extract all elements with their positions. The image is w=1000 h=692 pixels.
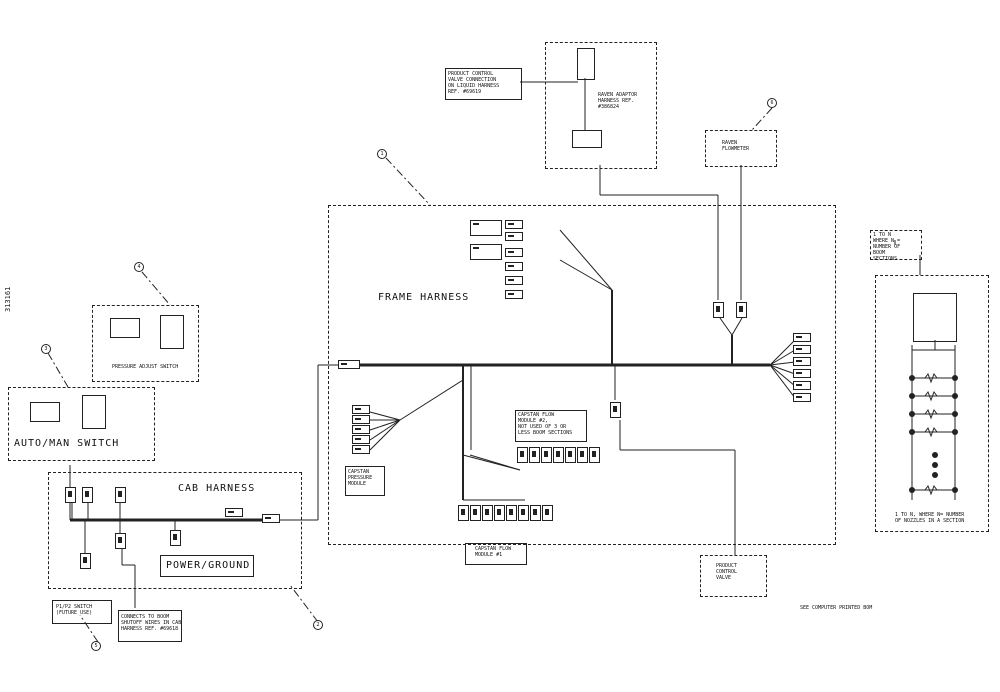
nozzle-module-block <box>913 293 957 342</box>
connector-icon <box>505 290 523 299</box>
connector-icon <box>352 425 370 434</box>
connector-icon <box>115 533 126 549</box>
connector-icon <box>470 505 481 521</box>
connector-icon <box>470 244 502 260</box>
connector-icon <box>517 447 528 463</box>
connector-icon <box>352 405 370 414</box>
nozzle-section-box <box>875 275 989 532</box>
connector-icon <box>505 262 523 271</box>
pump-switch-box <box>52 600 112 624</box>
adaptor-socket-icon <box>572 130 602 148</box>
sections-note-box <box>870 230 922 260</box>
auto-man-switch-label: AUTO/MAN SWITCH <box>14 438 120 449</box>
frame-harness-box <box>328 205 836 545</box>
callout-1: 1 <box>377 149 387 159</box>
capstan-pressure-label: CAPSTAN PRESSURE MODULE <box>348 469 373 487</box>
adaptor-plug-icon <box>577 48 595 80</box>
connector-icon <box>565 447 576 463</box>
connector-icon <box>505 220 523 229</box>
raven-flowmeter-box <box>705 130 777 167</box>
connector-icon <box>713 302 724 318</box>
connector-icon <box>541 447 552 463</box>
capstan-pressure-box <box>345 466 385 496</box>
raven-adaptor-label: RAVEN ADAPTOR HARNESS REF. #386824 <box>598 92 638 110</box>
connector-icon <box>115 487 126 503</box>
connector-icon <box>262 514 280 523</box>
auto-man-switch-box <box>8 387 155 461</box>
connector-icon <box>458 505 469 521</box>
connector-icon <box>470 220 502 236</box>
rocker-switch-icon <box>30 402 60 422</box>
callout-4: 4 <box>134 262 144 272</box>
pressure-adjust-label: PRESSURE ADJUST SWITCH <box>112 364 179 370</box>
capstan-flow-1-label: CAPSTAN FLOW MODULE #1 <box>475 546 512 558</box>
connector-icon <box>225 508 243 517</box>
connector-icon <box>793 333 811 342</box>
connector-icon <box>577 447 588 463</box>
connects-boom-box <box>118 610 182 642</box>
connector-icon <box>505 276 523 285</box>
valve-connection-note-box <box>445 68 522 100</box>
connector-icon <box>82 487 93 503</box>
computer-printed-note: SEE COMPUTER PRINTED BOM <box>800 605 873 611</box>
connector-icon <box>610 402 621 418</box>
connector-icon <box>529 447 540 463</box>
frame-harness-label: FRAME HARNESS <box>378 292 470 303</box>
connector-icon <box>482 505 493 521</box>
connector-icon <box>494 505 505 521</box>
product-control-valve-label: PRODUCT CONTROL VALVE <box>716 563 738 581</box>
callout-6: 6 <box>767 98 777 108</box>
connector-icon <box>793 393 811 402</box>
connector-icon <box>352 415 370 424</box>
callout-2: 2 <box>313 620 323 630</box>
connector-icon <box>170 530 181 546</box>
connector-icon <box>352 445 370 454</box>
callout-5: 5 <box>91 641 101 651</box>
connector-icon <box>518 505 529 521</box>
connector-icon <box>793 357 811 366</box>
connector-icon <box>793 345 811 354</box>
power-ground-box <box>160 555 254 577</box>
raven-flowmeter-label: RAVEN FLOWMETER <box>722 140 750 152</box>
capstan-flow-1-box <box>465 543 527 565</box>
capstan-flow-2-label: CAPSTAN FLOW MODULE #2, NOT USED OF 3 OR… <box>518 412 573 436</box>
pressure-adjust-box <box>92 305 199 382</box>
connector-icon <box>352 435 370 444</box>
product-control-valve-box <box>700 555 767 597</box>
connector-icon <box>506 505 517 521</box>
connector-icon <box>589 447 600 463</box>
connector-icon <box>505 232 523 241</box>
cab-harness-box <box>48 472 302 589</box>
pressure-switch-face-icon <box>160 315 184 349</box>
pressure-rocker-icon <box>110 318 140 338</box>
connector-icon <box>553 447 564 463</box>
callout-3: 3 <box>41 344 51 354</box>
cab-harness-label: CAB HARNESS <box>178 483 256 494</box>
nozzles-note-label: 1 TO n, WHERE N= NUMBER OF NOZZLES IN A … <box>895 512 965 524</box>
connector-icon <box>65 487 76 503</box>
raven-adaptor-box <box>545 42 657 169</box>
connector-icon <box>530 505 541 521</box>
connects-boom-label: CONNECTS TO BOOM SHUTOFF WIRES IN CAB HA… <box>121 614 182 632</box>
connector-icon <box>542 505 553 521</box>
connector-icon <box>505 248 523 257</box>
connector-icon <box>338 360 360 369</box>
pump-switch-label: P1/P2 SWITCH (FUTURE USE) <box>56 604 93 616</box>
connector-icon <box>793 381 811 390</box>
sections-note-label: 1 TO n WHERE n = NUMBER OF BOOM SECTIONS <box>873 232 901 262</box>
power-ground-label: POWER/GROUND <box>166 560 251 571</box>
capstan-flow-2-box <box>515 410 587 442</box>
connector-icon <box>736 302 747 318</box>
document-number: 313161 <box>4 286 12 312</box>
connector-icon <box>793 369 811 378</box>
switch-face-icon <box>82 395 106 429</box>
connector-icon <box>80 553 91 569</box>
valve-connection-label: PRODUCT CONTROL VALVE CONNECTION ON LIQU… <box>448 71 500 95</box>
